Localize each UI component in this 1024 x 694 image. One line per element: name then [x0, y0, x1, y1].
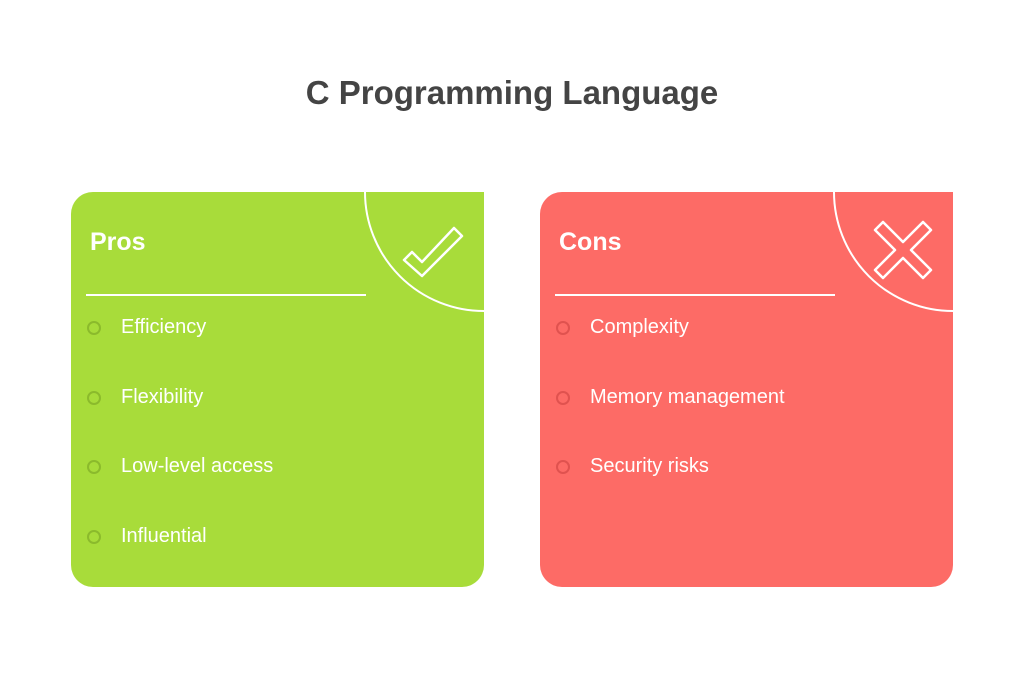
check-icon — [402, 226, 464, 278]
list-item: Complexity — [556, 316, 785, 386]
pros-heading: Pros — [90, 228, 146, 256]
bullet-icon — [87, 529, 101, 544]
x-icon — [873, 220, 933, 280]
divider — [555, 294, 835, 296]
bullet-icon — [556, 460, 570, 474]
cons-heading: Cons — [559, 228, 622, 256]
bullet-icon — [87, 321, 101, 335]
diagram-title: C Programming Language — [305, 74, 719, 111]
item-label: Efficiency — [121, 316, 207, 338]
item-label: Flexibility — [121, 385, 204, 408]
item-label: Low-level access — [121, 455, 274, 477]
list-item: Flexibility — [87, 386, 273, 456]
bullet-icon — [556, 390, 570, 405]
list-item: Efficiency — [87, 316, 273, 386]
cons-list: Complexity Memory management Security ri… — [556, 316, 785, 525]
list-item: Security risks — [556, 455, 785, 525]
item-label: Complexity — [590, 316, 689, 338]
pros-list: Efficiency Flexibility Low-level access … — [87, 316, 273, 587]
list-item: Low-level access — [87, 455, 273, 525]
divider — [86, 294, 366, 296]
item-label: Security risks — [590, 455, 709, 477]
cons-card: Cons Complexity Memory management Securi… — [540, 192, 953, 587]
pros-card: Pros Efficiency Flexibility Low-level ac… — [71, 192, 484, 587]
item-label: Memory management — [590, 385, 785, 408]
bullet-icon — [556, 321, 570, 335]
item-label: Influential — [121, 524, 207, 547]
bullet-icon — [87, 390, 101, 405]
list-item: Memory management — [556, 386, 785, 456]
bullet-icon — [87, 460, 101, 474]
list-item: Influential — [87, 525, 273, 588]
